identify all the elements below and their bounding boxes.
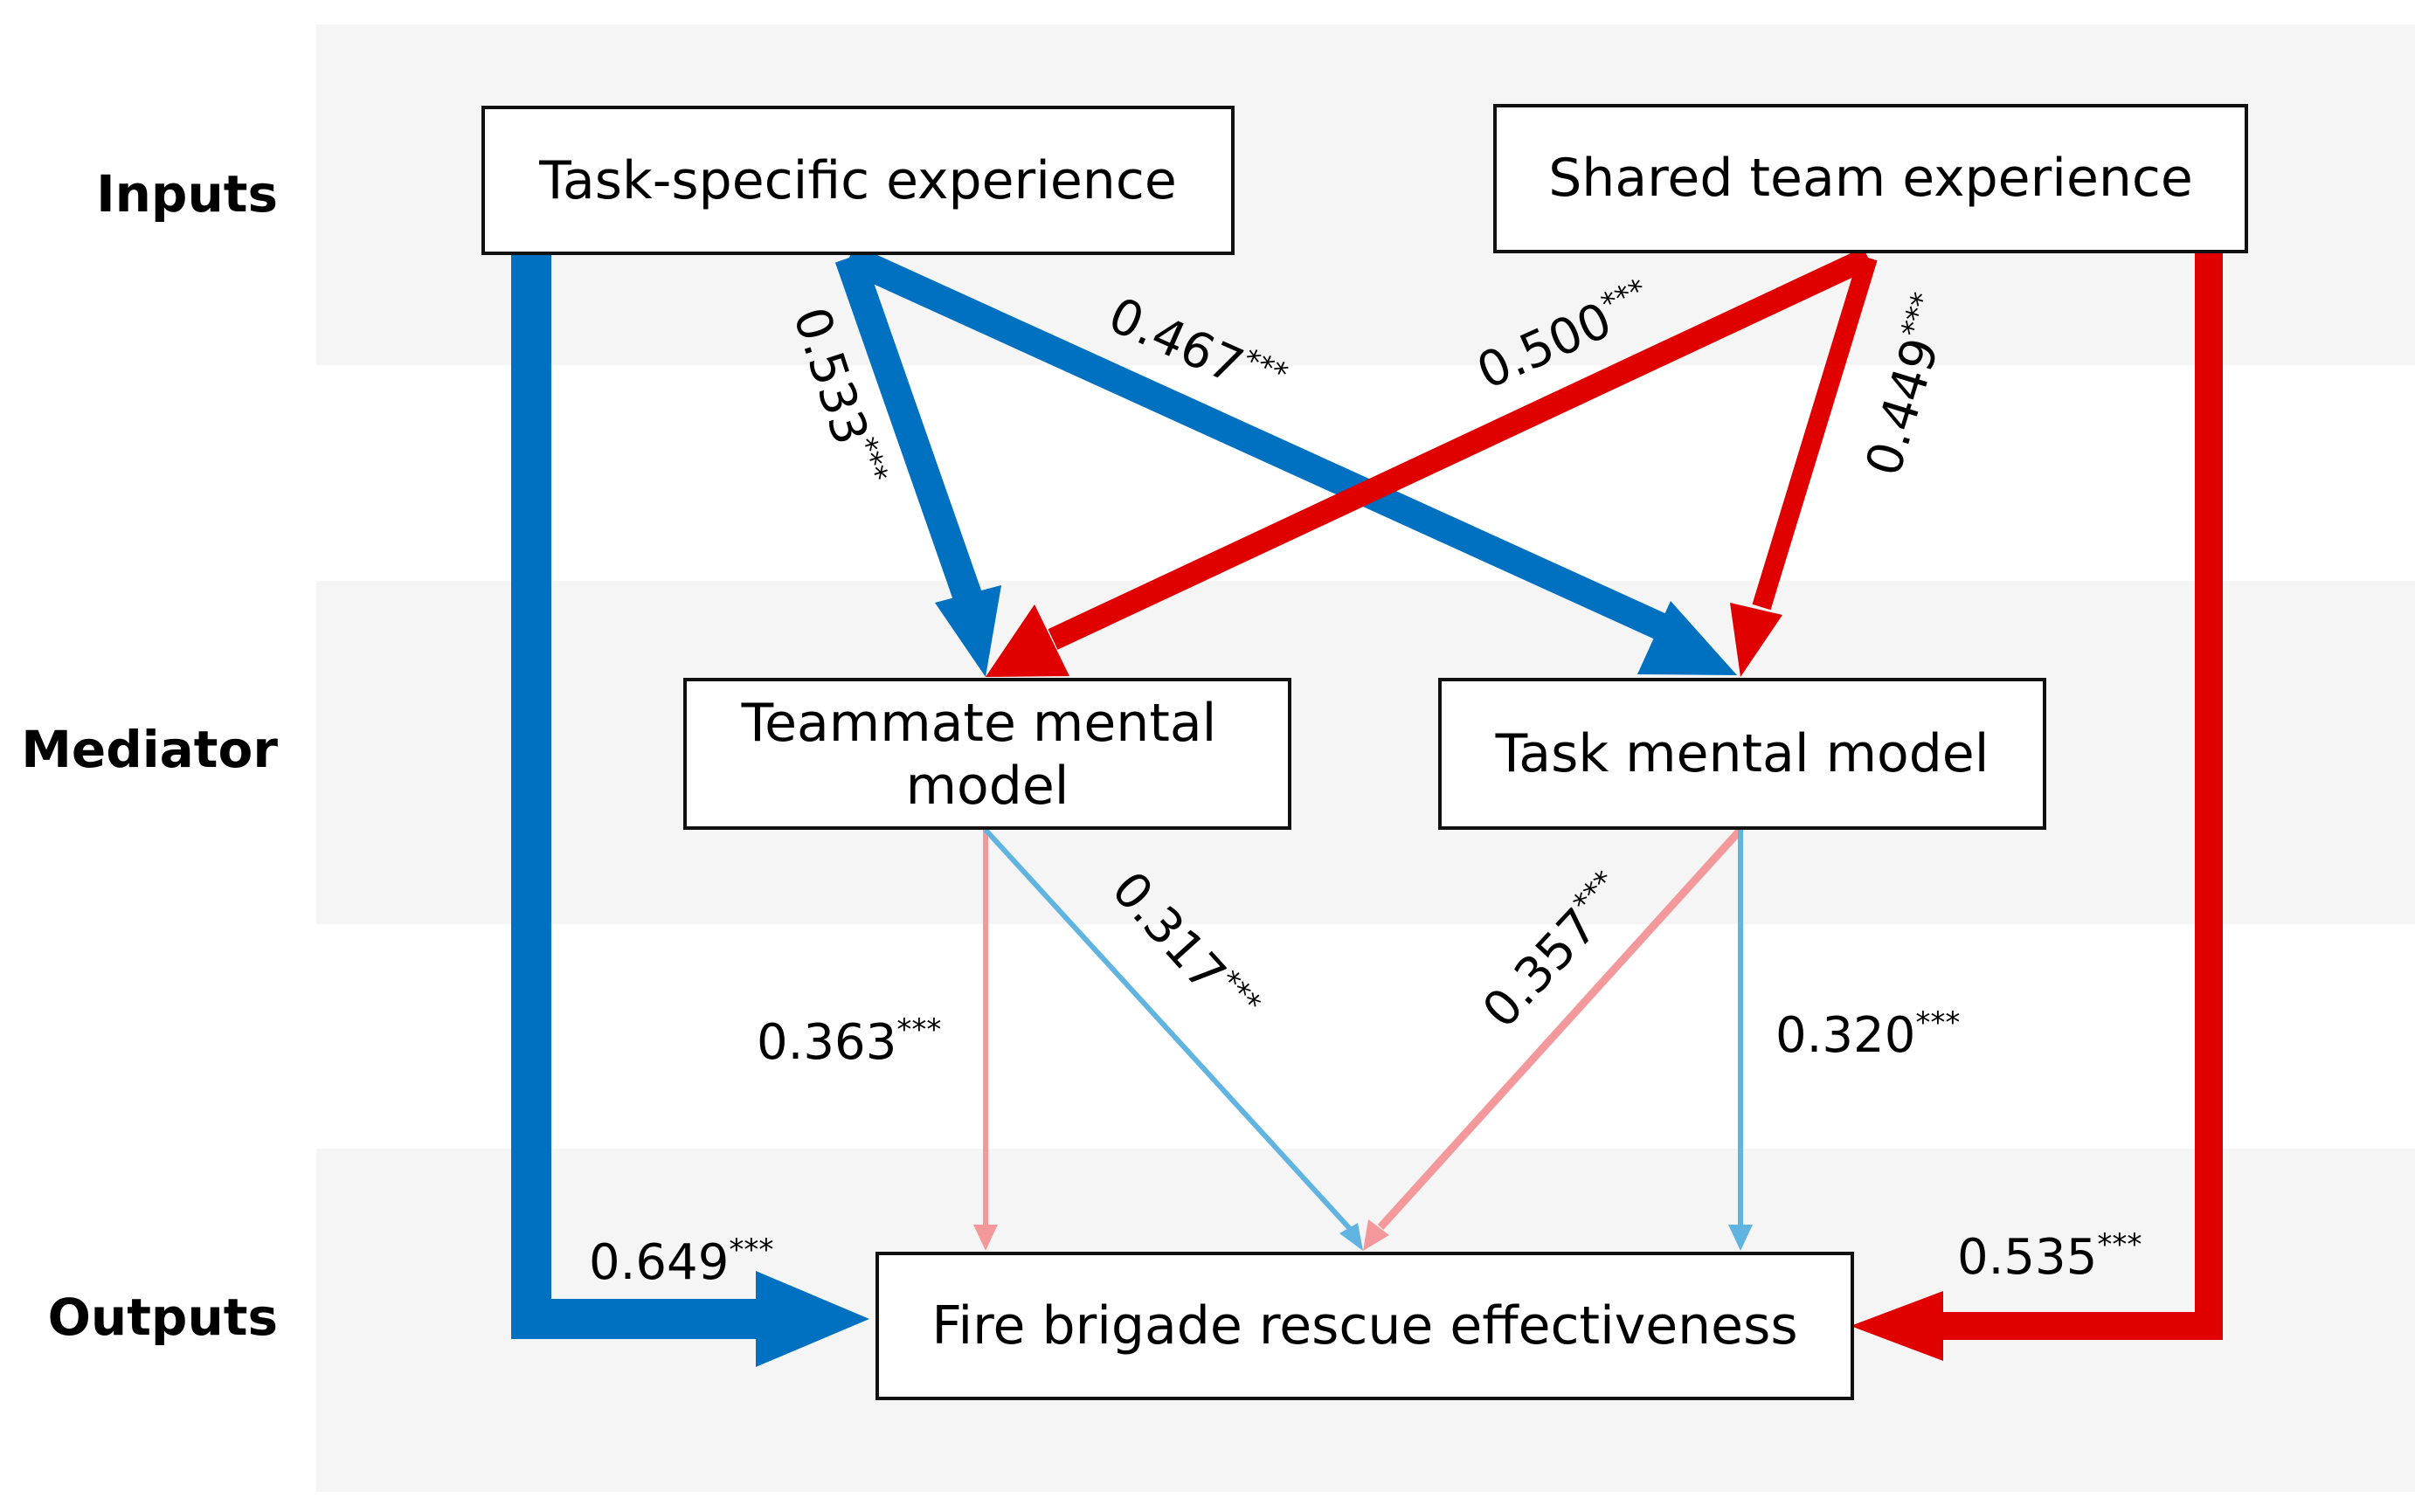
coef-ste-to-fbre: 0.535*** [1957,1227,2142,1286]
svg-text:Task mental model: Task mental model [1495,723,1989,784]
node-fire-brigade-rescue-effectiveness: Fire brigade rescue effectiveness [875,1252,1854,1400]
svg-text:Fire brigade rescue effectiven: Fire brigade rescue effectiveness [931,1295,1797,1357]
band-mediator [316,581,2415,924]
arrowhead-task-mm-to-fbre-cross [1363,1219,1389,1251]
coef-task-mm-to-fbre: 0.320*** [1775,1005,1960,1064]
arrowhead-teammate-mm-to-fbre-cross [1339,1223,1363,1251]
arrow-tse-to-fbre [511,253,765,1339]
svg-text:Teammate mental model: Teammate mental model [741,693,1234,817]
arrowhead-tse-to-task-mm [1637,601,1737,675]
svg-text:Shared team experience: Shared team experience [1548,148,2193,209]
coef-tse-to-fbre: 0.649*** [589,1232,773,1291]
arrowhead-tse-to-teammate-mm [935,585,1001,677]
arrowhead-task-mm-to-fbre [1728,1225,1753,1251]
arrow-ste-to-fbre [1934,253,2223,1340]
svg-text:Task-specific experience: Task-specific experience [538,150,1176,211]
node-teammate-line-2: model [906,756,1069,817]
node-task-mental-model: Task mental model [1438,678,2046,830]
coef-teammate-mm-to-fbre: 0.363*** [757,1012,941,1071]
node-task-specific-experience: Task-specific experience [481,106,1235,255]
node-teammate-line-1: Teammate mental [741,693,1217,754]
row-label-mediator: Mediator [21,720,278,779]
arrow-tse-to-teammate-mm [834,252,985,608]
node-shared-team-experience: Shared team experience [1493,104,2248,253]
arrowhead-ste-to-fbre [1851,1291,1943,1361]
arrowhead-tse-to-fbre [756,1271,869,1367]
arrowhead-ste-to-task-mm [1730,603,1782,677]
arrowhead-ste-to-teammate-mm [986,604,1069,677]
row-label-inputs: Inputs [96,164,278,224]
arrow-ste-to-teammate-mm [1048,247,1873,650]
row-label-outputs: Outputs [48,1288,278,1347]
node-teammate-mental-model: Teammate mental model [683,678,1291,830]
arrow-tse-to-task-mm [843,245,1687,649]
arrow-ste-to-task-mm [1752,254,1878,611]
arrowhead-teammate-mm-to-fbre [973,1225,998,1251]
arrow-teammate-mm-to-fbre-cross [983,827,1355,1234]
arrow-task-mm-to-fbre-cross [1377,826,1744,1231]
